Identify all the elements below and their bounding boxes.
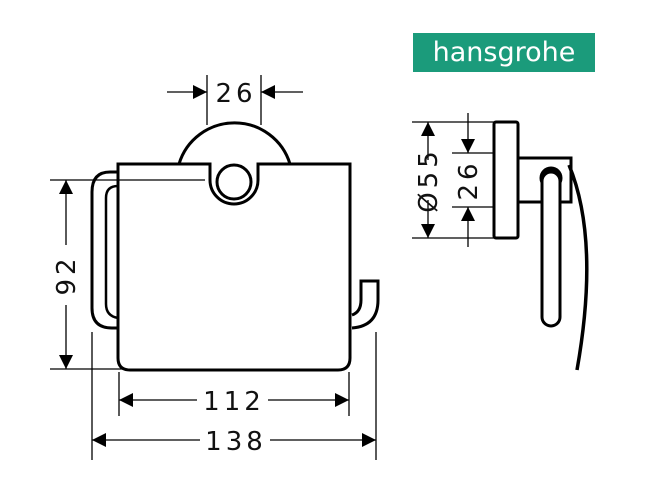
cover-plate bbox=[116, 162, 352, 372]
dim-height-92: 92 bbox=[52, 254, 82, 295]
holder-rod bbox=[540, 170, 562, 328]
logo-text: hansgrohe bbox=[433, 37, 576, 68]
rosette-outline bbox=[177, 121, 292, 165]
hansgrohe-logo: hansgrohe bbox=[413, 33, 595, 72]
rod-end-circle bbox=[215, 163, 253, 201]
dim-side-rosette-26: 26 bbox=[454, 159, 484, 200]
right-hook bbox=[351, 279, 380, 330]
front-view bbox=[50, 75, 380, 460]
wall-plate bbox=[492, 120, 520, 240]
dim-plate-diameter-55: Ø55 bbox=[414, 147, 444, 213]
dim-cover-width-112: 112 bbox=[203, 387, 265, 417]
left-handle-inner bbox=[104, 184, 119, 320]
side-view bbox=[412, 113, 589, 371]
cover-flap-profile bbox=[567, 164, 589, 371]
left-handle bbox=[90, 170, 118, 330]
dim-rosette-26: 26 bbox=[215, 79, 256, 109]
logo-background bbox=[413, 33, 595, 72]
dim-overall-width-138: 138 bbox=[205, 427, 267, 457]
